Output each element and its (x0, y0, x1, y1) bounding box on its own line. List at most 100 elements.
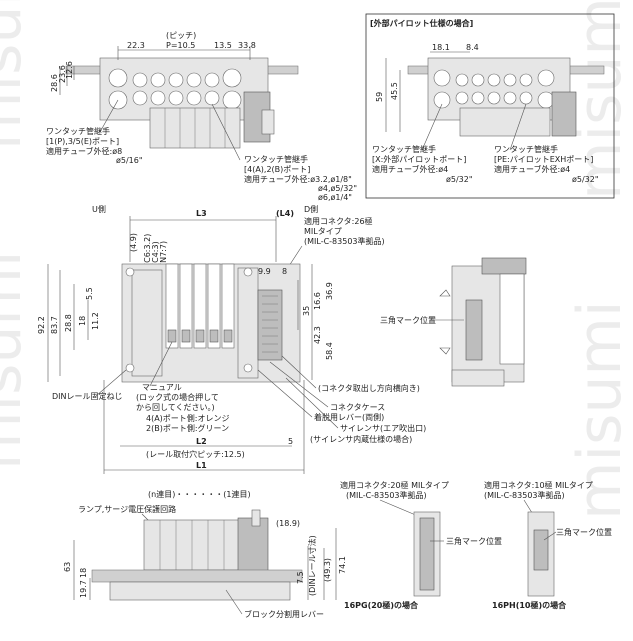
dim-74-1: 74.1 (338, 556, 347, 574)
dim-l3: L3 (196, 209, 207, 218)
dim-28-6: 28.6 (50, 74, 59, 92)
din-rail-dim: (DINレール寸法) (307, 535, 317, 596)
ext-one-touch-a: ワンタッチ管継手 (372, 144, 436, 154)
valve-block-bottom (143, 519, 251, 571)
dim-18: 18 (78, 316, 87, 326)
callout-tube-b2: ø4,ø5/32" (318, 184, 357, 193)
dim-l4: (L4) (276, 209, 294, 218)
silencer-builtin: (サイレンサ内蔵仕様の場合) (310, 434, 412, 444)
dim-13-5: 13.5 (214, 41, 232, 50)
external-pilot-box: [外部パイロット仕様の場合] 18.1 8.4 59 45.5 ワンタッチ管継手… (365, 13, 615, 199)
manual-label: マニュアル (142, 383, 182, 392)
watermark: misumi (565, 0, 633, 200)
callout-one-touch-b: ワンタッチ管継手 (244, 154, 308, 164)
lever-label: 着脱用レバー(両側) (314, 412, 384, 422)
ext-port-pe: [PE:パイロットEXHポート] (494, 155, 593, 164)
ext-dim-8-4: 8.4 (466, 43, 479, 52)
top-view: (ピッチ) P=10.5 22.3 13.5 33.8 28.6 23.6 12… (46, 31, 357, 202)
ext-one-touch-b: ワンタッチ管継手 (494, 144, 558, 154)
callout-tube-b3: ø6,ø1/4" (318, 193, 352, 202)
dim-92-2: 92.2 (37, 316, 46, 334)
watermark: misumi (0, 0, 35, 150)
watermark-group: misumi misumi misumi misumi (0, 0, 633, 520)
conn10-caption: 16PH(10極)の場合 (492, 600, 567, 610)
external-pilot-title: [外部パイロット仕様の場合] (370, 18, 473, 28)
ext-tube-pe2: ø5/32" (572, 175, 599, 184)
dim-35: 35 (302, 306, 311, 316)
mil-type: MILタイプ (304, 227, 342, 236)
manual-note-2: から回してください。) (136, 403, 215, 412)
dim-58-4: 58.4 (325, 342, 334, 360)
ext-dim-18-1: 18.1 (432, 43, 450, 52)
connector-26-pin (257, 289, 283, 361)
lamp-label: ランプ,サージ電圧保護回路 (78, 504, 176, 514)
callout-tube-a2: ø5/16" (116, 156, 143, 165)
triangle-mark-side: 三角マーク位置 (380, 315, 436, 325)
dim-l1: L1 (196, 461, 207, 470)
watermark: misumi (0, 250, 35, 470)
bottom-view: (n連目)・・・・・・(1連目) ランプ,サージ電圧保護回路 (18.9) 7.… (63, 489, 347, 619)
manual-note-1: (ロック式の場合押して (136, 392, 219, 402)
dim-33-8: 33.8 (238, 41, 256, 50)
dim-42-3: 42.3 (313, 326, 322, 344)
conn10-mark: 三角マーク位置 (556, 527, 612, 537)
din-screw-top (125, 267, 135, 277)
dim-c6: (C6:3.2) (143, 234, 152, 266)
connector-bottom (237, 517, 269, 579)
dim-28-8: 28.8 (64, 314, 73, 332)
dim-23-6: 23.6 (58, 65, 67, 83)
end-plate-d (237, 267, 259, 379)
connector-20-view: 適用コネクタ:20極 MILタイプ (MIL-C-83503準拠品) 三角マーク… (340, 480, 502, 610)
dim-5: 5 (288, 437, 293, 446)
connector-10-view: 適用コネクタ:10極 MILタイプ (MIL-C-83503準拠品) 三角マーク… (484, 480, 612, 610)
callout-one-touch-a: ワンタッチ管継手 (46, 126, 110, 136)
port4-color: 4(A)ポート側:オレンジ (146, 413, 230, 423)
valve-stack (165, 263, 235, 349)
callout-port-ab: [4(A),2(B)ポート] (244, 165, 310, 174)
dim-l2: L2 (196, 437, 207, 446)
pitch-label: (ピッチ) (166, 31, 196, 40)
fittings-row (108, 68, 242, 110)
conn20-caption: 16PG(20極)の場合 (344, 600, 419, 610)
dim-9-9: 9.9 (258, 267, 271, 276)
side-connector (465, 299, 483, 361)
ext-port-x: [X:外部パイロットポート] (372, 154, 466, 164)
ext-tube-pe: 適用チューブ外径:ø4 (494, 164, 570, 174)
u-side-label: U側 (92, 204, 106, 214)
connector-direction: (コネクタ取出し方向横向き) (318, 383, 420, 393)
dim-63: 63 (63, 562, 72, 572)
dim-n7: (N7:7) (159, 241, 168, 266)
din-pitch: (レール取付穴ピッチ:12.5) (146, 449, 245, 459)
callout-tube-a: 適用チューブ外径:ø8 (46, 146, 122, 156)
ext-tube-x2: ø5/32" (446, 175, 473, 184)
port2-color: 2(B)ポート側:グリーン (146, 423, 229, 433)
manifold-base-bottom (109, 581, 291, 601)
callout-tube-b: 適用チューブ外径:ø3.2,ø1/8" (244, 174, 352, 184)
dim-11-2: 11.2 (91, 312, 100, 330)
conn20-mark: 三角マーク位置 (446, 536, 502, 546)
dim-4-9: (4.9) (129, 233, 138, 252)
watermark: misumi (565, 300, 633, 520)
dim-c4: (C4:3) (151, 241, 160, 266)
connector-case: コネクタケース (330, 403, 385, 412)
dim-7-5: 7.5 (296, 571, 305, 584)
conn20-std: (MIL-C-83503準拠品) (346, 490, 427, 500)
ext-dim-59: 59 (375, 92, 384, 102)
dim-16-6: 16.6 (313, 292, 322, 310)
dim-19-7: 19.7 (79, 580, 88, 598)
pitch-value: P=10.5 (166, 41, 195, 50)
dim-49-3: (49.3) (323, 558, 332, 582)
din-screw-bottom (125, 363, 135, 373)
ext-dim-45-5: 45.5 (390, 82, 399, 100)
dim-22-3: 22.3 (127, 41, 145, 50)
dim-36-9: 36.9 (325, 282, 334, 300)
conn10-label: 適用コネクタ:10極 MILタイプ (484, 480, 593, 490)
connector-26: 適用コネクタ:26極 (304, 216, 373, 226)
din-screw-label: DINレール固定ねじ (52, 391, 123, 401)
din-rail-bottom (91, 569, 303, 583)
conn20-label: 適用コネクタ:20極 MILタイプ (340, 480, 449, 490)
dim-18-bottom: 18 (79, 568, 88, 578)
mil-std: (MIL-C-83503準拠品) (304, 236, 385, 246)
main-view: U側 D側 L3 (L4) 適用コネクタ:26極 MILタイプ (MIL-C-8… (37, 204, 426, 474)
